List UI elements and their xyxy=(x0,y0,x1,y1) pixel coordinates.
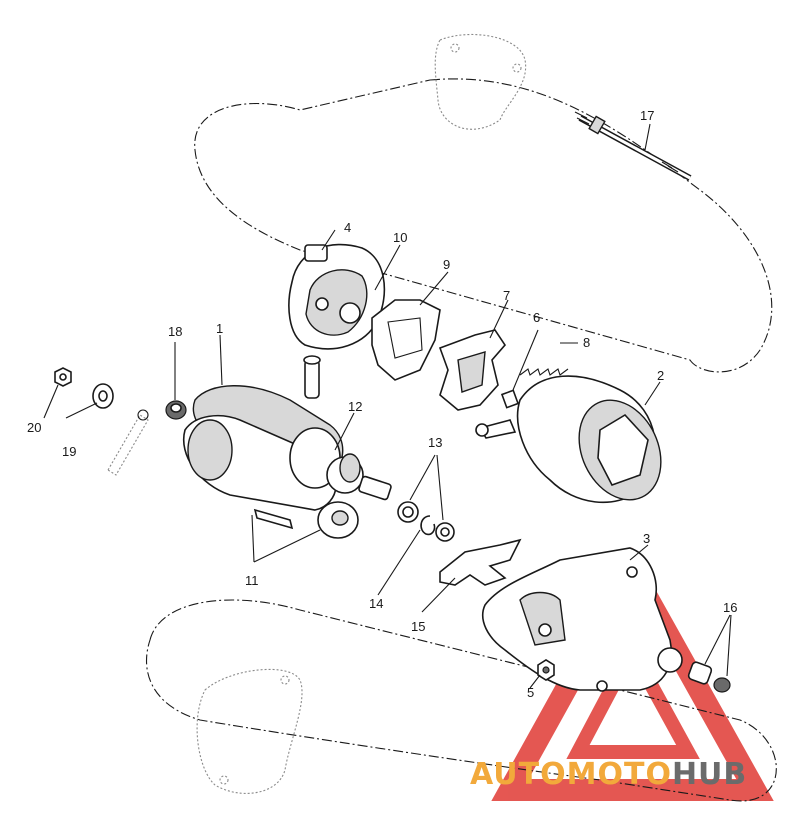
callout-20: 20 xyxy=(27,420,41,435)
part-8-spring xyxy=(519,368,569,376)
loose-bolt xyxy=(107,409,149,476)
part-1-motor-body xyxy=(182,385,392,530)
callout-10: 10 xyxy=(393,230,407,245)
callouts: 17 4 10 9 7 6 8 2 1 18 12 13 14 15 3 5 1… xyxy=(27,108,737,700)
watermark-triangle-inner xyxy=(566,635,700,759)
watermark-moto: MOTO xyxy=(567,757,672,792)
engine-outline-lower xyxy=(146,599,777,802)
callout-13: 13 xyxy=(428,435,442,450)
part-10-pin xyxy=(303,355,321,399)
callout-19: 19 xyxy=(62,444,76,459)
part-12-pinion xyxy=(339,453,361,483)
part-9-gasket-plate xyxy=(371,299,441,381)
part-11-end-cap xyxy=(317,501,359,539)
callout-9: 9 xyxy=(443,257,450,272)
leader-lines xyxy=(43,123,732,689)
callout-16: 16 xyxy=(723,600,737,615)
part-5-nut xyxy=(537,659,555,681)
part-3-drive-housing xyxy=(481,547,683,692)
part-14-circlip xyxy=(420,515,436,536)
part-19-washer xyxy=(92,383,114,409)
part-7-brush-holder xyxy=(438,329,507,411)
engine-outline-upper xyxy=(194,78,773,373)
part-20-nut xyxy=(54,367,72,387)
callout-18: 18 xyxy=(168,324,182,339)
callout-3: 3 xyxy=(643,531,650,546)
flange-lower xyxy=(196,668,303,794)
callout-2: 2 xyxy=(657,368,664,383)
part-4-rear-bracket xyxy=(288,243,385,350)
callout-8: 8 xyxy=(583,335,590,350)
watermark-hub: HUB xyxy=(672,757,747,792)
watermark-text: AUTOMOTOHUB xyxy=(470,757,747,792)
callout-1: 1 xyxy=(216,321,223,336)
part-9-gasket-inner xyxy=(387,317,423,359)
part-16-bushes xyxy=(687,661,731,693)
callout-15: 15 xyxy=(411,619,425,634)
callout-12: 12 xyxy=(348,399,362,414)
callout-5: 5 xyxy=(527,685,534,700)
callout-14: 14 xyxy=(369,596,383,611)
callout-7: 7 xyxy=(503,288,510,303)
part-13-washers xyxy=(397,501,455,542)
watermark-auto: AUTO xyxy=(470,757,567,792)
part-17-stud xyxy=(574,111,692,181)
callout-6: 6 xyxy=(533,310,540,325)
part-15-fork xyxy=(439,538,522,586)
callout-11: 11 xyxy=(245,573,259,588)
part-2-yoke xyxy=(475,375,662,504)
callout-4: 4 xyxy=(344,220,351,235)
part-6-screw xyxy=(500,389,520,409)
part-18-cap xyxy=(165,400,187,420)
flange-upper xyxy=(434,34,527,130)
callout-17: 17 xyxy=(640,108,654,123)
